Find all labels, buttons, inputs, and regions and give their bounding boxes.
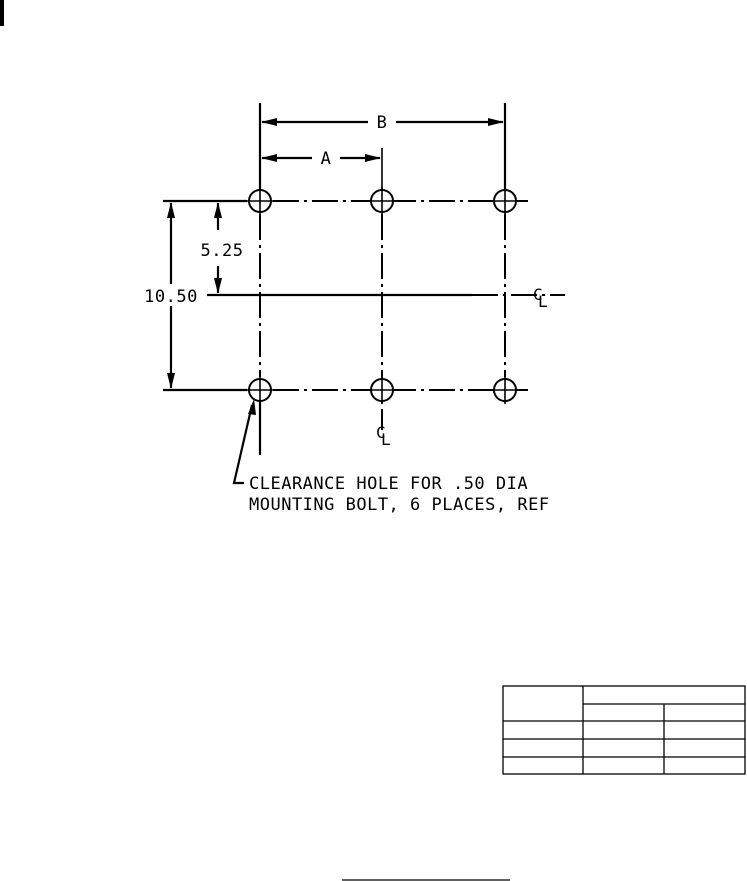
svg-text:C: C [376, 423, 386, 442]
svg-text:L: L [538, 292, 548, 311]
note-line-1: CLEARANCE HOLE FOR .50 DIA [249, 474, 528, 494]
dimension-a-arrow-right [365, 154, 381, 162]
hole-top-left [246, 187, 274, 215]
svg-text:C: C [533, 285, 543, 304]
dimension-10-50-label: 10.50 [144, 287, 198, 307]
dimension-5-25-arrow-top [214, 202, 222, 218]
note-line-2: MOUNTING BOLT, 6 PLACES, REF [249, 495, 550, 515]
blank-table [502, 685, 746, 775]
leader-arrow [248, 399, 256, 415]
dimension-5-25-label: 5.25 [201, 241, 244, 261]
hole-top-middle [368, 187, 396, 215]
dimension-a-label: A [321, 149, 332, 169]
hole-bottom-middle [368, 376, 396, 404]
dimension-b-arrow-left [261, 118, 277, 126]
dimension-10-50-arrow-top [167, 202, 175, 218]
hole-top-right [491, 187, 519, 215]
centerline-symbol-horizontal: C L [533, 285, 548, 311]
corner-mark [0, 0, 4, 26]
dimension-b-label: B [377, 113, 388, 133]
dimension-5-25-arrow-bottom [214, 278, 222, 294]
dimension-b-arrow-right [488, 118, 504, 126]
hole-bottom-left [246, 376, 274, 404]
svg-text:L: L [381, 430, 391, 449]
leader-line [232, 404, 254, 485]
hole-bottom-right [491, 376, 519, 404]
dimension-10-50-arrow-bottom [167, 373, 175, 389]
centerline-symbol-vertical: C L [376, 423, 391, 449]
dimension-a-arrow-left [261, 154, 277, 162]
